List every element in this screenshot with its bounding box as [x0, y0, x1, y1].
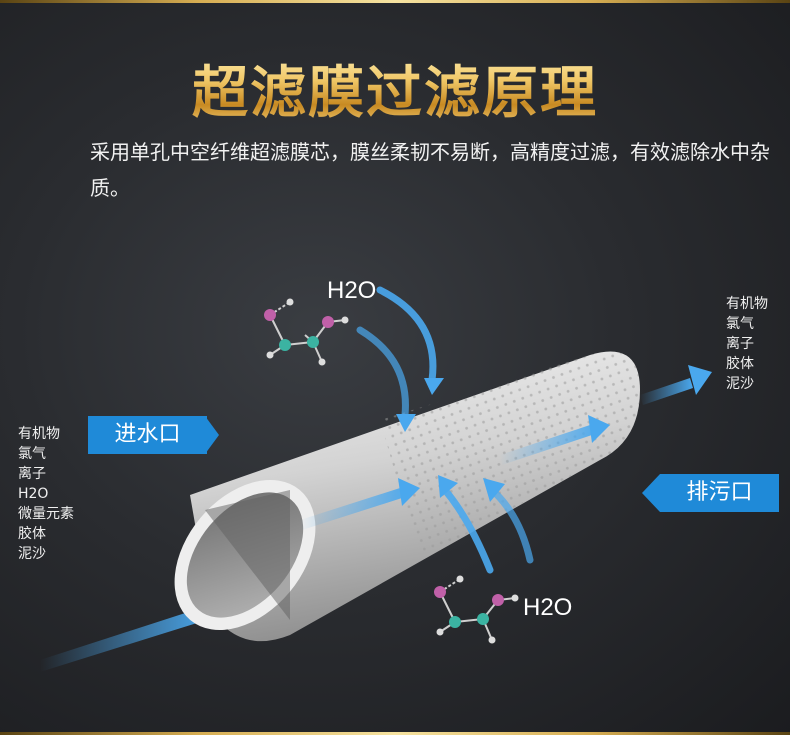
water-penetration-arrows — [356, 286, 534, 574]
list-item: 有机物 — [726, 296, 768, 312]
list-item: H2O — [18, 486, 49, 502]
molecule-icon-top — [264, 298, 349, 366]
list-item: 胶体 — [18, 526, 46, 542]
top-gold-border — [0, 0, 790, 3]
list-item: 氯气 — [726, 316, 754, 332]
list-item: 有机物 — [18, 426, 60, 442]
h2o-label-top: H2O — [327, 277, 377, 304]
bottom-gold-border — [0, 732, 790, 735]
molecule-icon-bottom — [434, 575, 519, 644]
outlet-pointer-icon — [642, 474, 660, 512]
outlet-impurity-list: 有机物 氯气 离子 胶体 泥沙 — [726, 294, 768, 394]
h2o-label-bottom: H2O — [523, 594, 573, 621]
list-item: 离子 — [726, 336, 754, 352]
list-item: 泥沙 — [18, 546, 46, 562]
inlet-label: 进水口 — [88, 416, 207, 454]
list-item: 微量元素 — [18, 506, 74, 522]
page-subtitle: 采用单孔中空纤维超滤膜芯，膜丝柔韧不易断，高精度过滤，有效滤除水中杂质。 — [90, 140, 770, 200]
inlet-impurity-list: 有机物 氯气 离子 H2O 微量元素 胶体 泥沙 — [18, 424, 74, 564]
list-item: 离子 — [18, 466, 46, 482]
list-item: 氯气 — [18, 446, 46, 462]
inlet-pointer-icon — [205, 416, 219, 454]
outlet-label: 排污口 — [660, 474, 779, 512]
internal-flow-arrows — [300, 415, 610, 530]
list-item: 胶体 — [726, 356, 754, 372]
outflow-arrow — [640, 365, 712, 405]
page-title: 超滤膜过滤原理 — [0, 48, 790, 129]
list-item: 泥沙 — [726, 376, 754, 392]
